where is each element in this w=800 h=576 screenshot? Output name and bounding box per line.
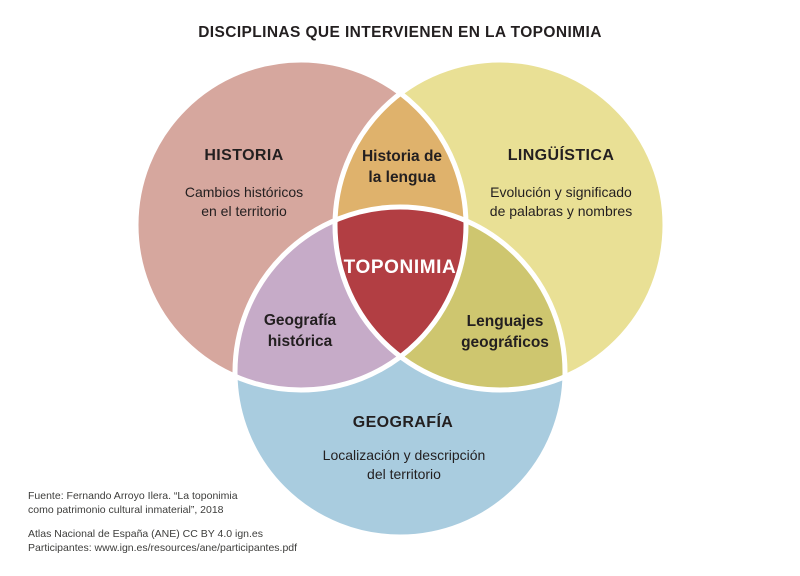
historia-linguistica-label-line2: la lengua	[368, 169, 436, 186]
footer-source: Fuente: Fernando Arroyo Ilera. “La topon…	[28, 490, 238, 517]
geografia-description: Localización y descripción del territori…	[323, 446, 486, 484]
geografia-description-line1: Localización y descripción	[322, 447, 486, 463]
toponimia-center-label: TOPONIMIA	[343, 257, 457, 278]
linguistica-description-line2: de palabras y nombres	[489, 203, 633, 219]
linguistica-geografia-label-line2: geográficos	[461, 334, 549, 351]
linguistica-circle-outline	[332, 57, 668, 393]
historia-description-line1: Cambios históricos	[184, 184, 304, 200]
footer-source-line2: como patrimonio cultural inmaterial”, 20…	[28, 503, 224, 516]
linguistica-description: Evolución y significado de palabras y no…	[490, 183, 632, 221]
footer-participants-line: Participantes: www.ign.es/resources/ane/…	[28, 541, 298, 554]
historia-geografia-label: Geografía histórica	[264, 310, 336, 352]
geografia-label: GEOGRAFÍA	[352, 414, 454, 431]
footer-license: Atlas Nacional de España (ANE) CC BY 4.0…	[28, 528, 297, 555]
historia-description-line2: en el territorio	[201, 203, 287, 219]
linguistica-description-line1: Evolución y significado	[490, 184, 632, 200]
linguistica-geografia-label-line1: Lenguajes	[466, 313, 544, 330]
historia-label: HISTORIA	[204, 147, 284, 164]
historia-geografia-label-line1: Geografía	[263, 312, 337, 329]
linguistica-geografia-label: Lenguajes geográficos	[461, 311, 549, 353]
footer-source-line1: Fuente: Fernando Arroyo Ilera. “La topon…	[28, 490, 238, 502]
linguistica-label: LINGÜÍSTICA	[507, 147, 615, 164]
geografia-description-line2: del territorio	[367, 466, 441, 482]
footer-license-line: Atlas Nacional de España (ANE) CC BY 4.0…	[28, 528, 264, 540]
geografia-circle-outline	[232, 204, 568, 540]
historia-description: Cambios históricos en el territorio	[185, 183, 303, 221]
toponimia-center-region	[335, 207, 466, 390]
page-title: DISCIPLINAS QUE INTERVIENEN EN LA TOPONI…	[198, 24, 602, 41]
historia-linguistica-label: Historia de la lengua	[362, 146, 442, 188]
historia-geografia-label-line2: histórica	[267, 333, 333, 350]
historia-linguistica-label-line1: Historia de	[361, 148, 443, 165]
historia-circle-outline	[133, 57, 469, 393]
